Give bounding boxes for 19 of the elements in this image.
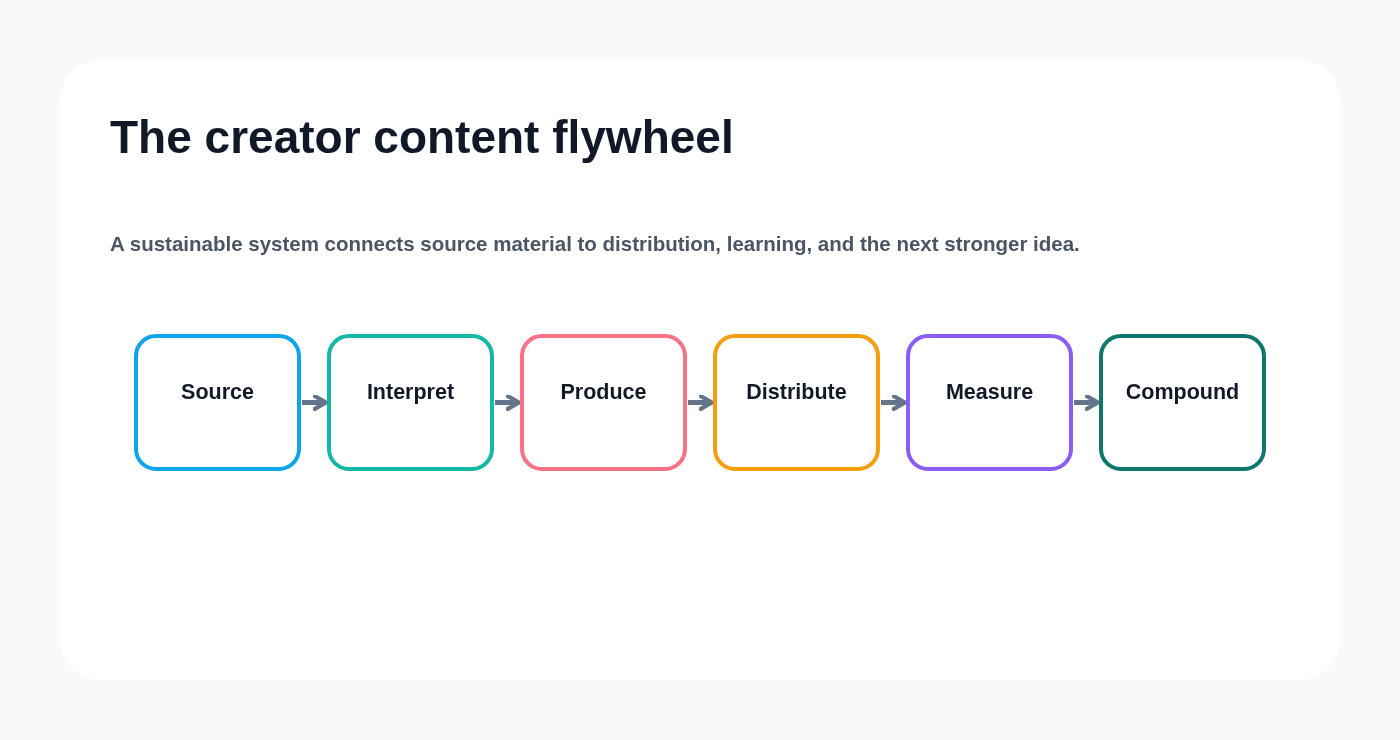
- step-box: [327, 334, 494, 471]
- step-box: [1099, 334, 1266, 471]
- arrow: [495, 394, 522, 411]
- step-label: Source: [181, 380, 254, 405]
- step-label: Distribute: [746, 380, 847, 405]
- subtitle: A sustainable system connects source material to distribution, learning, and the next stronger idea.: [110, 231, 1081, 257]
- step-label: Interpret: [366, 380, 455, 405]
- title: The creator content flywheel: [110, 110, 734, 164]
- step-label: Measure: [945, 380, 1034, 405]
- step-box: [520, 334, 687, 471]
- step-label: Produce: [560, 380, 647, 405]
- arrow: [688, 394, 715, 411]
- arrow: [302, 394, 329, 411]
- arrow: [881, 394, 908, 411]
- arrow: [1074, 394, 1101, 411]
- step-box: [713, 334, 880, 471]
- step-box: [134, 334, 301, 471]
- step-label: Compound: [1125, 380, 1240, 405]
- step-box: [906, 334, 1073, 471]
